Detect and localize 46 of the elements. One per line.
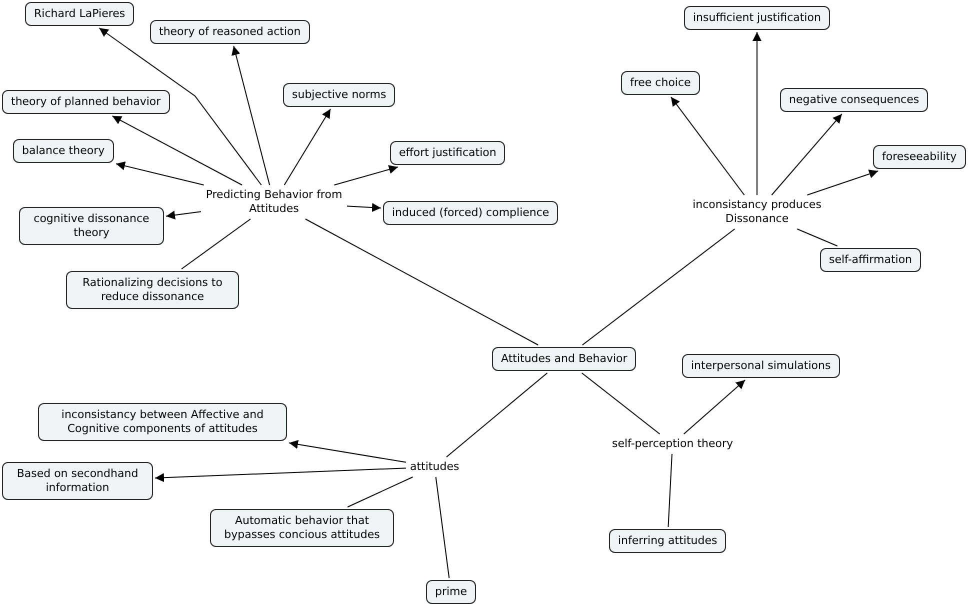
concept-box: effort justification [390, 141, 506, 165]
connector-line [446, 372, 548, 458]
arrow [98, 28, 262, 186]
concept-box: Richard LaPieres [25, 2, 134, 26]
arrow [670, 96, 745, 196]
arrow [334, 165, 398, 186]
concept-box: Rationalizing decisions to reduce dissonance [66, 271, 239, 309]
concept-box: cognitive dissonance theory [19, 207, 164, 245]
connector-line [581, 372, 660, 434]
arrow [683, 380, 746, 434]
concept-box: theory of reasoned action [150, 20, 310, 44]
arrow [806, 170, 879, 196]
concept-box: free choice [621, 71, 700, 95]
arrow [284, 108, 331, 186]
connector-line [796, 228, 838, 246]
concept-box: negative consequences [780, 88, 928, 112]
concept-box: Automatic behavior that bypasses concious attitudes [210, 509, 394, 547]
concept-box: interpersonal simulations [682, 354, 840, 378]
connector-line [347, 476, 414, 508]
concept-box: inferring attitudes [609, 529, 726, 553]
concept-box: theory of planned behavior [2, 90, 170, 114]
concept-label: self-perception theory [610, 436, 736, 452]
connector-line [304, 218, 539, 346]
arrow [232, 46, 270, 186]
connector-line [181, 218, 252, 270]
arrow [112, 116, 243, 186]
arrow [771, 114, 842, 196]
arrow [752, 32, 762, 196]
concept-box: Based on secondhand information [2, 462, 153, 500]
concept-box: insufficient justification [684, 6, 830, 30]
arrow [166, 210, 202, 220]
connector-line [668, 454, 672, 528]
arrow [116, 161, 204, 186]
concept-box: Attitudes and Behavior [492, 347, 636, 371]
arrow [288, 440, 406, 463]
arrow [346, 203, 382, 212]
concept-box: balance theory [13, 139, 114, 163]
concept-box: foreseeability [873, 145, 966, 169]
concept-box: self-affirmation [820, 248, 922, 272]
concept-box: induced (forced) complience [383, 201, 558, 225]
concept-box: subjective norms [283, 83, 396, 107]
arrow [154, 468, 406, 482]
connector-line [582, 228, 736, 346]
concept-box: inconsistancy between Affective and Cognitive components of attitudes [38, 403, 287, 441]
concept-box: prime [426, 580, 476, 604]
connector-line [435, 476, 450, 578]
